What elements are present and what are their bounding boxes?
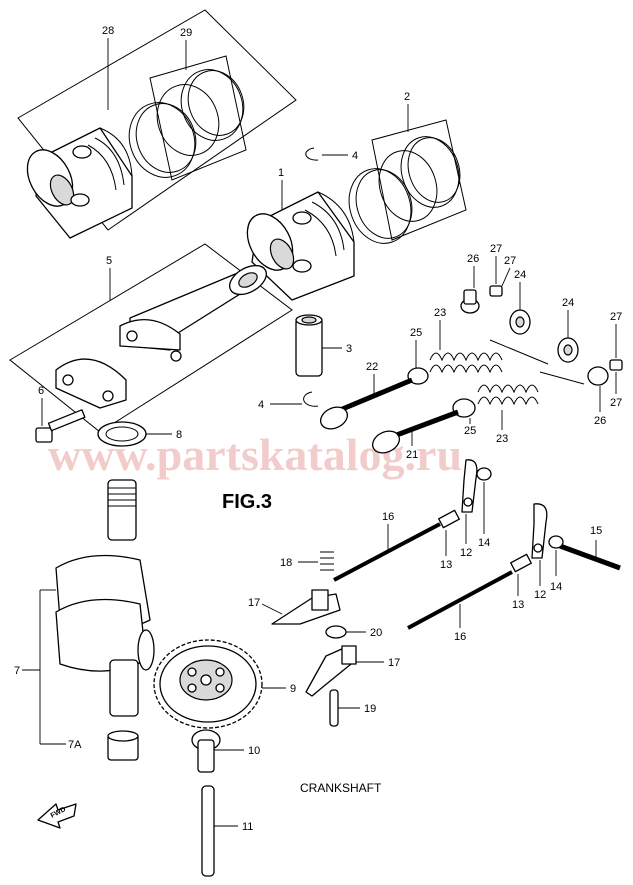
piston-ring-set-2 (348, 119, 467, 244)
connecting-rod-box (9, 243, 293, 433)
callout-28: 28 (102, 25, 114, 37)
callout-26-top: 26 (467, 253, 479, 265)
callout-14-top: 14 (478, 537, 490, 549)
piston-kit-piston (26, 127, 133, 239)
callout-14-bottom: 14 (550, 581, 562, 593)
callout-11: 11 (242, 821, 253, 833)
callout-12-top: 12 (460, 547, 472, 559)
diagram-caption: CRANKSHAFT (300, 781, 382, 795)
callout-9: 9 (290, 683, 296, 695)
callout-18: 18 (280, 557, 292, 569)
callout-7: 7 (14, 665, 20, 677)
rocker-arm-12-bottom (531, 503, 548, 559)
valve-cotter-27-top (489, 285, 503, 297)
callout-13-top: 13 (440, 559, 452, 571)
callout-27-right-b: 27 (610, 397, 622, 409)
rod-cap (55, 358, 127, 409)
group-line-bottom-valve (539, 371, 585, 385)
adjust-screw-13-top (438, 509, 460, 529)
callout-10: 10 (248, 745, 260, 757)
cam-follower-17-top (271, 589, 341, 625)
callout-5: 5 (106, 255, 112, 267)
callout-3: 3 (346, 343, 352, 355)
callout-12-bottom: 12 (534, 589, 546, 601)
piston-ring-set-29 (128, 69, 245, 178)
valve-spring-23-top (429, 352, 503, 374)
callout-16-bottom: 16 (454, 631, 466, 643)
rod-bolt (35, 409, 86, 443)
connecting-rod (119, 264, 267, 362)
valve-retainer-26-right (587, 366, 609, 386)
callout-4-top: 4 (352, 150, 358, 162)
oil-seal (97, 421, 147, 447)
spring-seat-24-top (509, 309, 531, 335)
callout-1: 1 (278, 167, 284, 179)
callout-22: 22 (366, 361, 378, 373)
callout-23-top: 23 (434, 307, 446, 319)
callout-19: 19 (364, 703, 376, 715)
washer-20 (325, 625, 347, 639)
piston-pin (295, 314, 323, 377)
callout-24-bottom: 24 (562, 297, 574, 309)
callout-27-top-a: 27 (490, 243, 502, 255)
figure-number: FIG.3 (222, 491, 272, 513)
callout-15: 15 (590, 525, 602, 537)
callout-25-top: 25 (410, 327, 422, 339)
callout-16-top: 16 (382, 511, 394, 523)
nut-14-bottom (548, 535, 564, 549)
cam-follower-17-bottom (305, 645, 357, 697)
callout-7A: 7A (68, 739, 82, 751)
callout-24-top: 24 (514, 269, 526, 281)
piston-pin-clip-top (305, 147, 319, 161)
callout-17-bottom: 17 (388, 657, 400, 669)
push-rod-16-top (333, 522, 441, 582)
callout-6: 6 (38, 385, 44, 397)
valve-spring-23-bottom (477, 384, 539, 406)
adjust-screw-13-bottom (510, 553, 532, 573)
shaft-11 (201, 785, 215, 877)
push-rod-16-bottom (407, 570, 513, 630)
nut-14-top (476, 467, 492, 481)
valve-seal-25-bottom (452, 398, 476, 418)
spring-18 (320, 551, 334, 571)
crankshaft (55, 479, 155, 717)
callout-2: 2 (404, 91, 410, 103)
piston (246, 191, 355, 301)
piston-kit-box (17, 9, 297, 239)
callout-23-bottom: 23 (496, 433, 508, 445)
piston-pin-clip-bottom (303, 391, 319, 407)
pin-19 (329, 689, 339, 727)
crank-gear (153, 639, 263, 729)
governor-shaft-10 (191, 729, 221, 773)
valve-retainer-26-top (460, 289, 480, 314)
callout-25-bottom: 25 (464, 425, 476, 437)
intake-valve-22 (319, 377, 413, 430)
callout-17-top: 17 (248, 597, 260, 609)
spring-seat-24-bottom (557, 337, 579, 363)
valve-cotter-27-right (609, 359, 623, 371)
callout-26-right: 26 (594, 415, 606, 427)
callout-8: 8 (176, 429, 182, 441)
group-line-top-valve (489, 339, 549, 365)
valve-seal-25-top (407, 367, 429, 385)
exhaust-valve-21 (371, 409, 459, 454)
callout-27-right-a: 27 (610, 311, 622, 323)
callout-13-bottom: 13 (512, 599, 524, 611)
callout-21: 21 (406, 449, 418, 461)
forward-arrow-icon: FWD (37, 803, 77, 829)
bushing (107, 730, 139, 761)
rocker-shaft-15 (559, 543, 621, 571)
callout-29: 29 (180, 27, 192, 39)
rocker-arm-12-top (461, 459, 478, 513)
callout-4-bottom: 4 (258, 399, 264, 411)
callout-27-top-b: 27 (504, 255, 516, 267)
callout-20: 20 (370, 627, 382, 639)
